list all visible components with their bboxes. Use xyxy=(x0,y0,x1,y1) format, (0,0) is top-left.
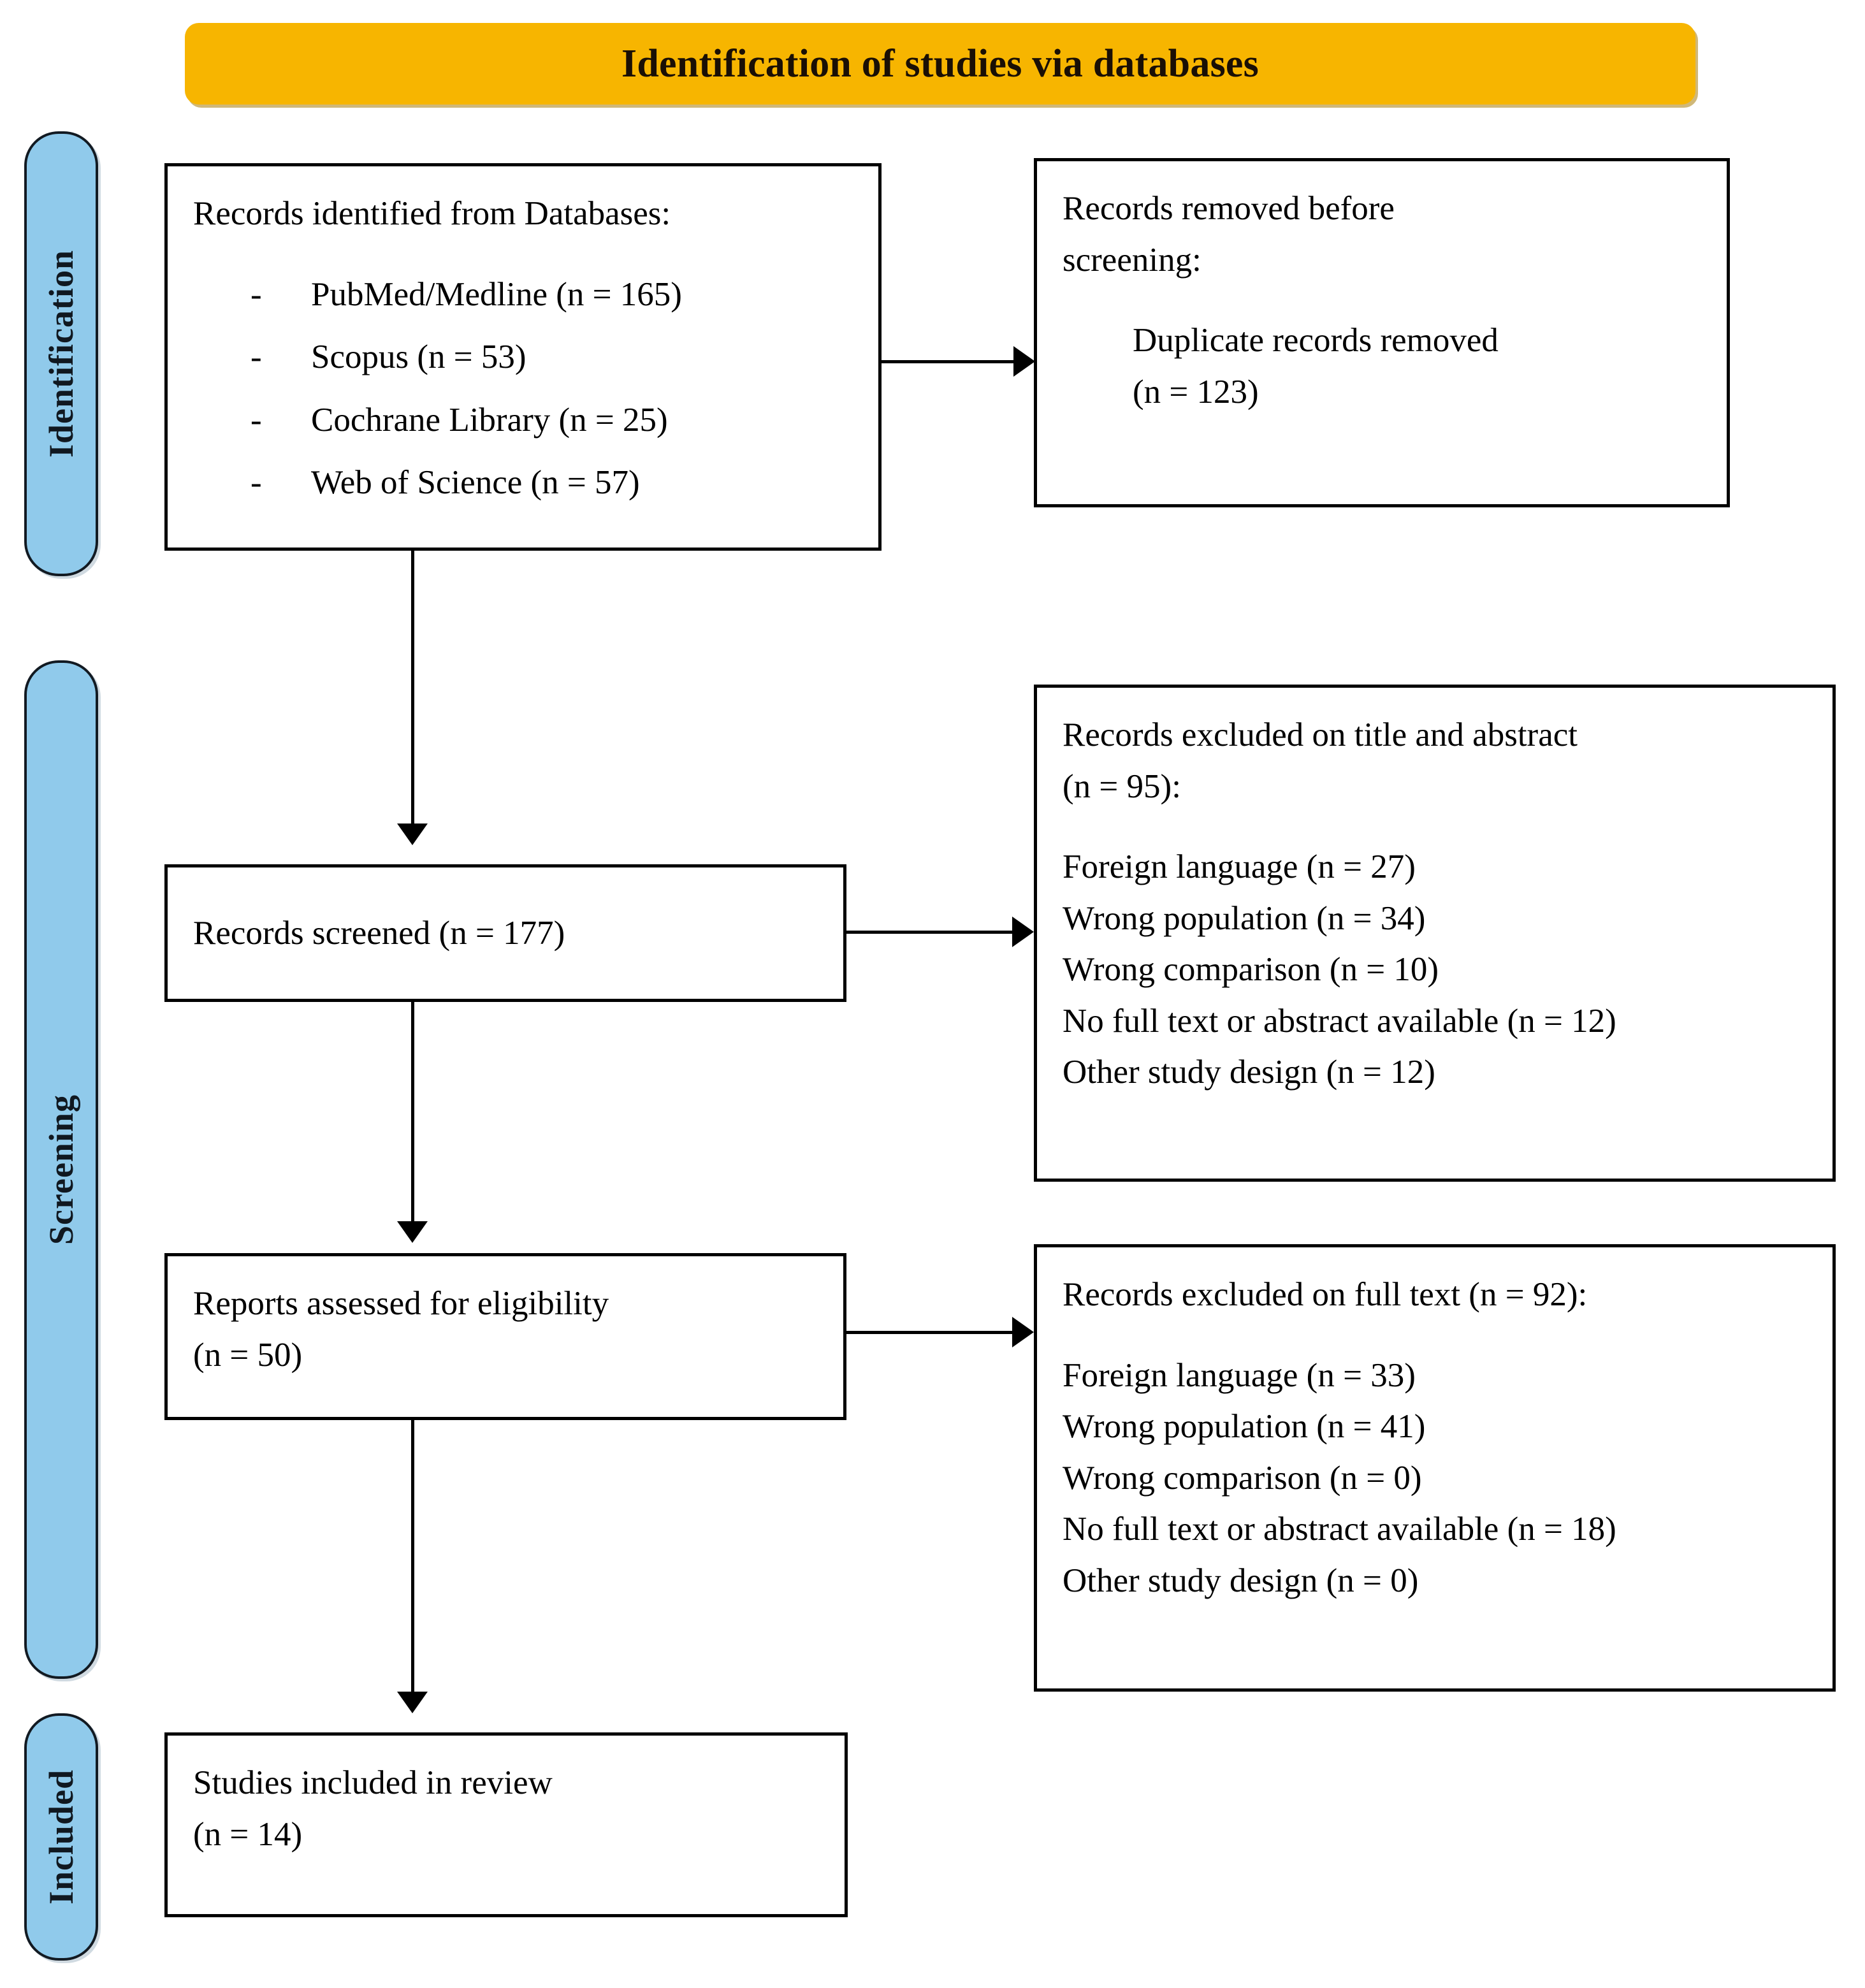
arrow-down-icon xyxy=(397,1221,428,1243)
connector-assessed-to-excluded-full xyxy=(846,1331,1013,1334)
arrow-right-icon xyxy=(1012,917,1034,947)
records-screened-text: Records screened (n = 177) xyxy=(193,914,565,952)
list-item: Wrong comparison (n = 0) xyxy=(1063,1459,1422,1497)
spacer xyxy=(1063,1321,1807,1350)
list-item: No full text or abstract available (n = … xyxy=(1063,1002,1616,1040)
list-item: Cochrane Library (n = 25) xyxy=(193,395,853,446)
spacer xyxy=(1063,286,1701,315)
stage-rail-screening: Screening xyxy=(24,660,98,1679)
stage-label-included: Included xyxy=(42,1769,80,1905)
box-reports-assessed: Reports assessed for eligibility (n = 50… xyxy=(164,1253,846,1420)
list-item: PubMed/Medline (n = 165) xyxy=(193,269,853,321)
list-item: Wrong population (n = 34) xyxy=(1063,899,1426,937)
connector-identified-to-removed xyxy=(882,360,1015,363)
studies-included-line-1: Studies included in review xyxy=(193,1764,553,1801)
stage-label-screening: Screening xyxy=(42,1094,80,1245)
box-records-excluded-title-abstract: Records excluded on title and abstract (… xyxy=(1034,685,1836,1182)
spacer xyxy=(1063,812,1807,841)
list-item: Web of Science (n = 57) xyxy=(193,457,853,509)
arrow-down-icon xyxy=(397,1692,428,1713)
excluded-title-abstract-heading-1: Records excluded on title and abstract xyxy=(1063,716,1578,753)
stage-label-identification: Identification xyxy=(42,249,81,458)
duplicate-records-removed-count: (n = 123) xyxy=(1133,373,1259,410)
list-item: Wrong comparison (n = 10) xyxy=(1063,951,1439,989)
diagram-banner: Identification of studies via databases xyxy=(185,23,1695,105)
connector-screened-to-excluded-title xyxy=(846,931,1013,934)
excluded-title-abstract-heading-2: (n = 95): xyxy=(1063,767,1181,805)
records-removed-line-2: screening: xyxy=(1063,241,1201,279)
connector-assessed-to-included xyxy=(411,1420,414,1694)
list-item: Foreign language (n = 33) xyxy=(1063,1356,1416,1394)
spacer xyxy=(193,240,853,269)
duplicate-records-removed-label: Duplicate records removed xyxy=(1133,322,1499,359)
connector-screened-to-assessed xyxy=(411,1002,414,1224)
box-records-excluded-full-text: Records excluded on full text (n = 92): … xyxy=(1034,1244,1836,1692)
list-item: Other study design (n = 0) xyxy=(1063,1562,1419,1599)
list-item: Foreign language (n = 27) xyxy=(1063,848,1416,886)
list-item: Wrong population (n = 41) xyxy=(1063,1408,1426,1446)
list-item: Other study design (n = 12) xyxy=(1063,1054,1435,1091)
stage-rail-identification: Identification xyxy=(24,131,98,576)
arrow-right-icon xyxy=(1013,346,1035,377)
records-removed-line-1: Records removed before xyxy=(1063,190,1395,227)
banner-title: Identification of studies via databases xyxy=(621,41,1259,85)
list-item: No full text or abstract available (n = … xyxy=(1063,1511,1616,1548)
stage-rail-included: Included xyxy=(24,1713,98,1961)
database-source-list: PubMed/Medline (n = 165) Scopus (n = 53)… xyxy=(193,269,853,509)
box-records-removed: Records removed before screening: Duplic… xyxy=(1034,158,1730,507)
excluded-full-text-heading: Records excluded on full text (n = 92): xyxy=(1063,1276,1588,1313)
box-records-identified: Records identified from Databases: PubMe… xyxy=(164,163,882,551)
records-identified-heading: Records identified from Databases: xyxy=(193,195,671,232)
list-item: Scopus (n = 53) xyxy=(193,331,853,383)
reports-assessed-line-1: Reports assessed for eligibility xyxy=(193,1285,609,1322)
box-records-screened: Records screened (n = 177) xyxy=(164,864,846,1002)
arrow-right-icon xyxy=(1012,1317,1034,1347)
reports-assessed-line-2: (n = 50) xyxy=(193,1336,303,1374)
studies-included-line-2: (n = 14) xyxy=(193,1815,303,1853)
box-studies-included: Studies included in review (n = 14) xyxy=(164,1732,848,1917)
arrow-down-icon xyxy=(397,823,428,845)
connector-identified-to-screened xyxy=(411,551,414,826)
